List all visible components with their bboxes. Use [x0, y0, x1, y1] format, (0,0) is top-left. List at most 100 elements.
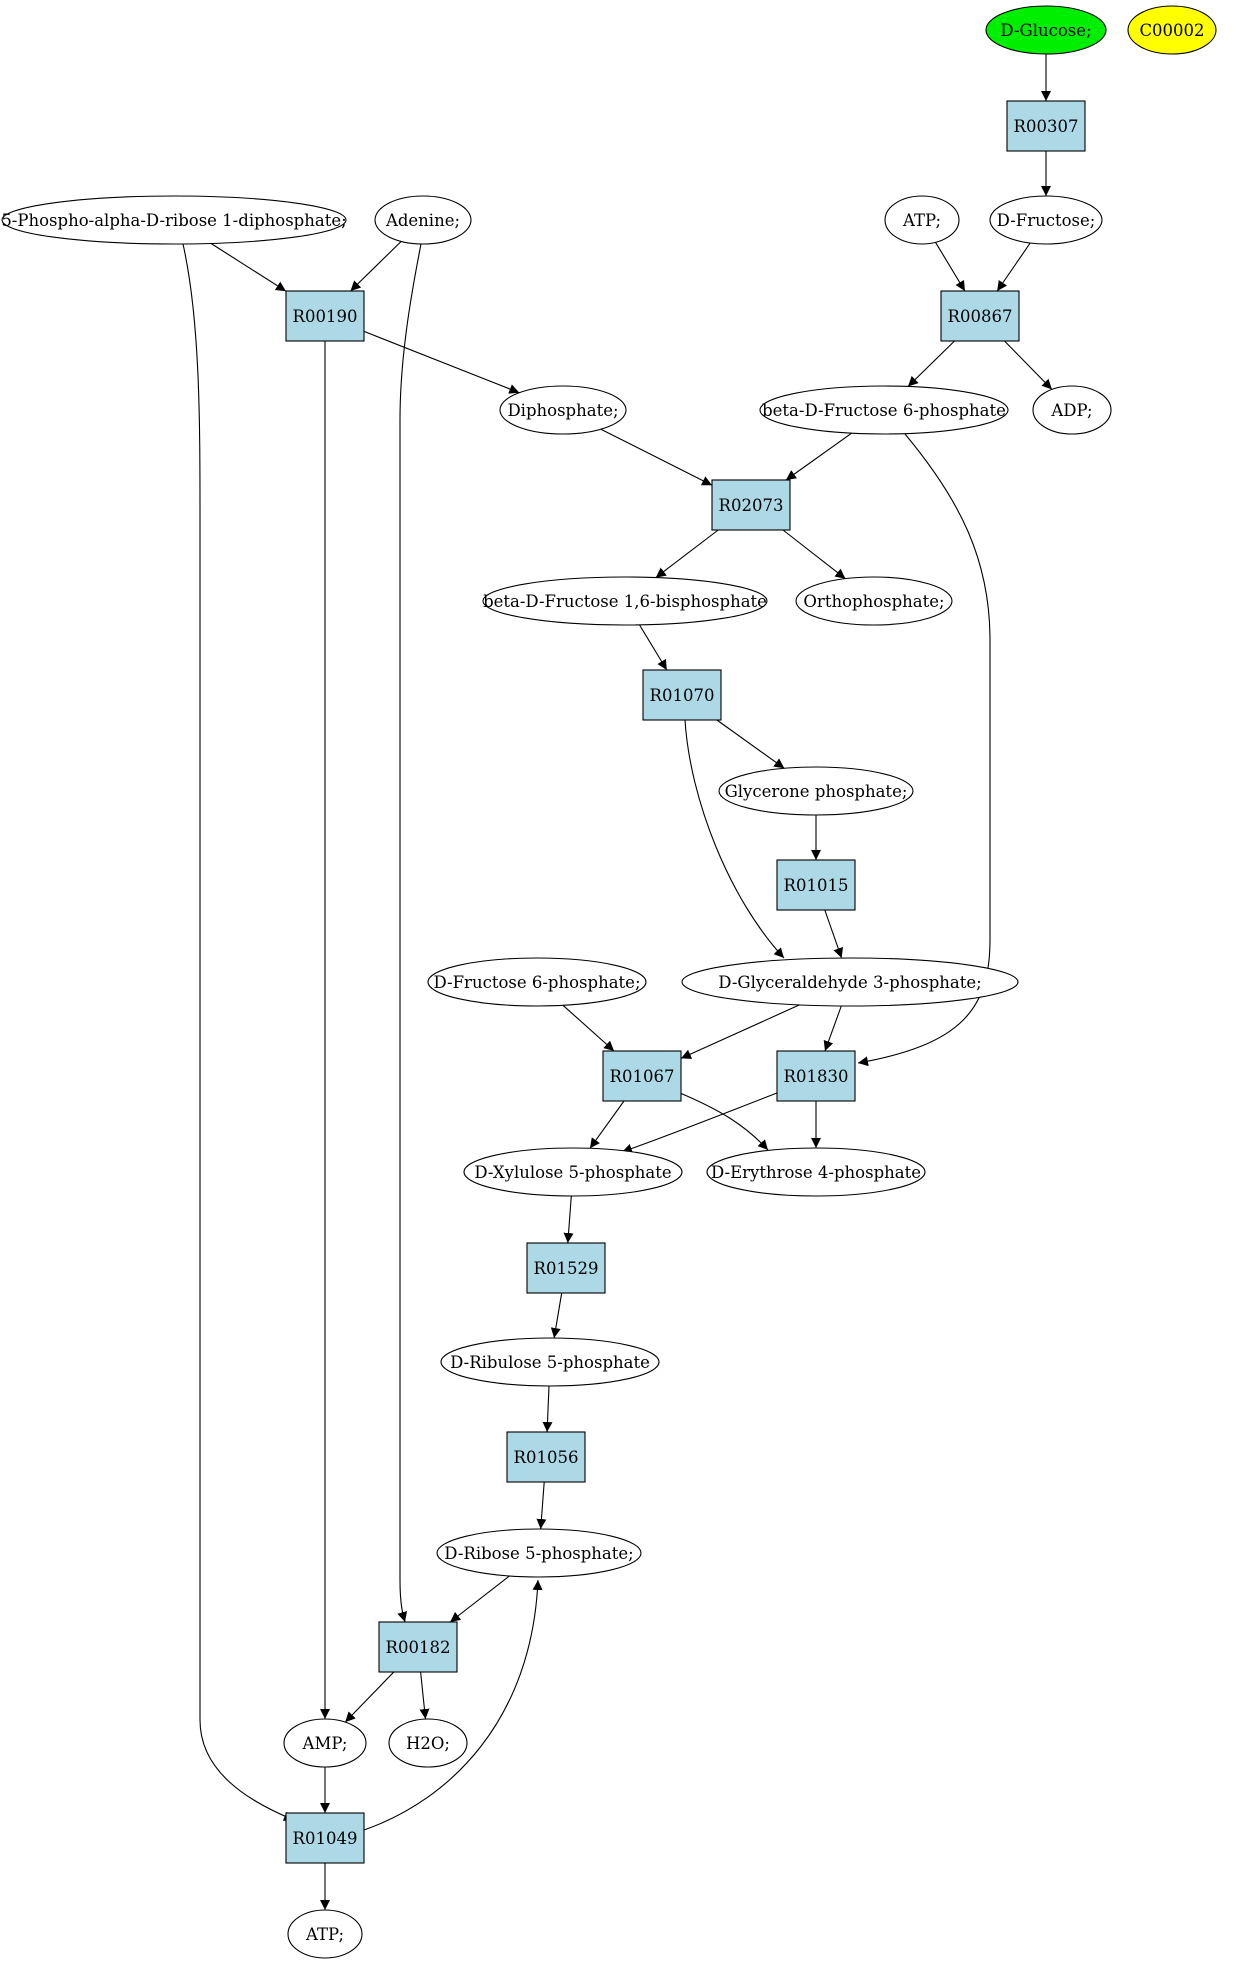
- node-label: R00182: [386, 1638, 451, 1657]
- edge-r00867-to-f6p_beta: [907, 340, 955, 387]
- node-label: R01529: [534, 1259, 599, 1278]
- compound-ellipse: [681, 957, 1019, 1007]
- compound-node-fructose: D-Fructose;: [989, 195, 1103, 245]
- compound-node-glucose: D-Glucose;: [985, 5, 1107, 55]
- compound-ellipse: [287, 1909, 363, 1959]
- reaction-box: [776, 859, 856, 911]
- edge-r00867-to-adp: [1004, 340, 1053, 390]
- compound-ellipse: [989, 195, 1103, 245]
- reaction-node-r00190: R00190: [285, 290, 365, 342]
- compound-node-fbp: beta-D-Fructose 1,6-bisphosphate: [482, 576, 768, 626]
- edge-fbp-to-r01070: [639, 624, 668, 671]
- node-label: D-Ribulose 5-phosphate: [450, 1353, 650, 1372]
- edge-adenine-to-r00182: [397, 243, 422, 1623]
- node-label: D-Glucose;: [1000, 21, 1091, 40]
- reaction-node-r00307: R00307: [1006, 100, 1086, 152]
- compound-ellipse: [985, 5, 1107, 55]
- node-label: R01070: [650, 686, 715, 705]
- node-label: ATP;: [902, 211, 941, 230]
- node-label: R00867: [948, 307, 1013, 326]
- compound-node-atp1: ATP;: [884, 195, 960, 245]
- reaction-box: [285, 290, 365, 342]
- node-label: ATP;: [305, 1925, 344, 1944]
- edge-r01067-to-e4p: [679, 1092, 769, 1151]
- compound-ellipse: [440, 1337, 660, 1387]
- edge-r00182-to-h2o: [419, 1671, 430, 1720]
- edge-r02073-to-orthophosphate: [782, 529, 846, 580]
- node-label: ADP;: [1050, 401, 1092, 420]
- node-label: beta-D-Fructose 1,6-bisphosphate: [483, 592, 767, 611]
- compound-node-g3p: D-Glyceraldehyde 3-phosphate;: [681, 957, 1019, 1007]
- compound-node-atp2: ATP;: [287, 1909, 363, 1959]
- edge-g3p-to-r01067: [680, 1004, 800, 1059]
- edge-r01070-to-dhap: [716, 719, 785, 769]
- node-label: AMP;: [302, 1734, 348, 1753]
- compound-ellipse: [1032, 385, 1112, 435]
- compound-node-f6p_beta: beta-D-Fructose 6-phosphate: [759, 385, 1009, 435]
- compound-node-e4p: D-Erythrose 4-phosphate: [706, 1147, 926, 1197]
- reaction-node-r01067: R01067: [602, 1050, 682, 1102]
- node-label: R00190: [293, 307, 358, 326]
- node-label: D-Fructose 6-phosphate;: [434, 973, 641, 992]
- reaction-box: [940, 290, 1020, 342]
- compound-ellipse: [374, 195, 472, 245]
- edge-fructose-to-r00867: [996, 242, 1031, 292]
- reaction-box: [711, 479, 791, 531]
- compound-node-prpp: 5-Phospho-alpha-D-ribose 1-diphosphate;: [1, 195, 347, 245]
- reaction-box: [776, 1050, 856, 1102]
- edge-r00190-to-diphosphate: [363, 330, 520, 394]
- reaction-node-r01830: R01830: [776, 1050, 856, 1102]
- reaction-box: [506, 1431, 586, 1483]
- node-label: R01049: [293, 1829, 358, 1848]
- node-label: R00307: [1014, 117, 1079, 136]
- compound-ellipse: [1127, 5, 1217, 55]
- compound-ellipse: [388, 1718, 468, 1768]
- reaction-box: [378, 1621, 458, 1673]
- edge-r01529-to-ru5p: [550, 1292, 563, 1339]
- reaction-node-r00867: R00867: [940, 290, 1020, 342]
- edge-prpp-to-r01049: [182, 243, 295, 1821]
- compound-ellipse: [884, 195, 960, 245]
- edge-atp1-to-r00867: [935, 242, 966, 292]
- compound-node-c00002: C00002: [1127, 5, 1217, 55]
- compound-node-diphosphate: Diphosphate;: [499, 385, 627, 435]
- edge-f6p-to-r01067: [562, 1004, 615, 1052]
- compound-node-xu5p: D-Xylulose 5-phosphate: [463, 1147, 683, 1197]
- compound-node-dhap: Glycerone phosphate;: [718, 766, 914, 816]
- edge-r01049-to-r5p: [363, 1579, 543, 1831]
- node-label: Diphosphate;: [507, 401, 618, 420]
- edge-r01067-to-xu5p: [589, 1100, 625, 1149]
- node-label: H2O;: [406, 1734, 450, 1753]
- compound-ellipse: [283, 1718, 367, 1768]
- node-label: D-Glyceraldehyde 3-phosphate;: [718, 973, 981, 992]
- edge-r01830-to-xu5p: [621, 1092, 778, 1154]
- edge-g3p-to-r01830: [823, 1005, 842, 1052]
- reaction-box: [1006, 100, 1086, 152]
- edge-adenine-to-r00190: [350, 241, 402, 292]
- reaction-box: [602, 1050, 682, 1102]
- edge-r5p-to-r00182: [449, 1575, 510, 1623]
- edge-xu5p-to-r01529: [563, 1195, 574, 1244]
- reaction-box: [526, 1242, 606, 1294]
- reaction-box: [285, 1812, 365, 1864]
- node-label: D-Fructose;: [997, 211, 1096, 230]
- compound-ellipse: [718, 766, 914, 816]
- compound-node-adp: ADP;: [1032, 385, 1112, 435]
- compound-ellipse: [436, 1528, 642, 1578]
- reaction-node-r01529: R01529: [526, 1242, 606, 1294]
- edge-f6p_beta-to-r02073: [785, 432, 852, 481]
- reaction-node-r02073: R02073: [711, 479, 791, 531]
- node-label: C00002: [1139, 21, 1204, 40]
- edge-diphosphate-to-r02073: [600, 428, 713, 486]
- node-label: 5-Phospho-alpha-D-ribose 1-diphosphate;: [1, 211, 346, 230]
- reaction-node-r00182: R00182: [378, 1621, 458, 1673]
- compound-node-amp: AMP;: [283, 1718, 367, 1768]
- node-label: Adenine;: [385, 211, 460, 230]
- reaction-node-r01015: R01015: [776, 859, 856, 911]
- node-label: beta-D-Fructose 6-phosphate: [762, 401, 1006, 420]
- compound-node-r5p: D-Ribose 5-phosphate;: [436, 1528, 642, 1578]
- edge-ru5p-to-r01056: [542, 1385, 553, 1433]
